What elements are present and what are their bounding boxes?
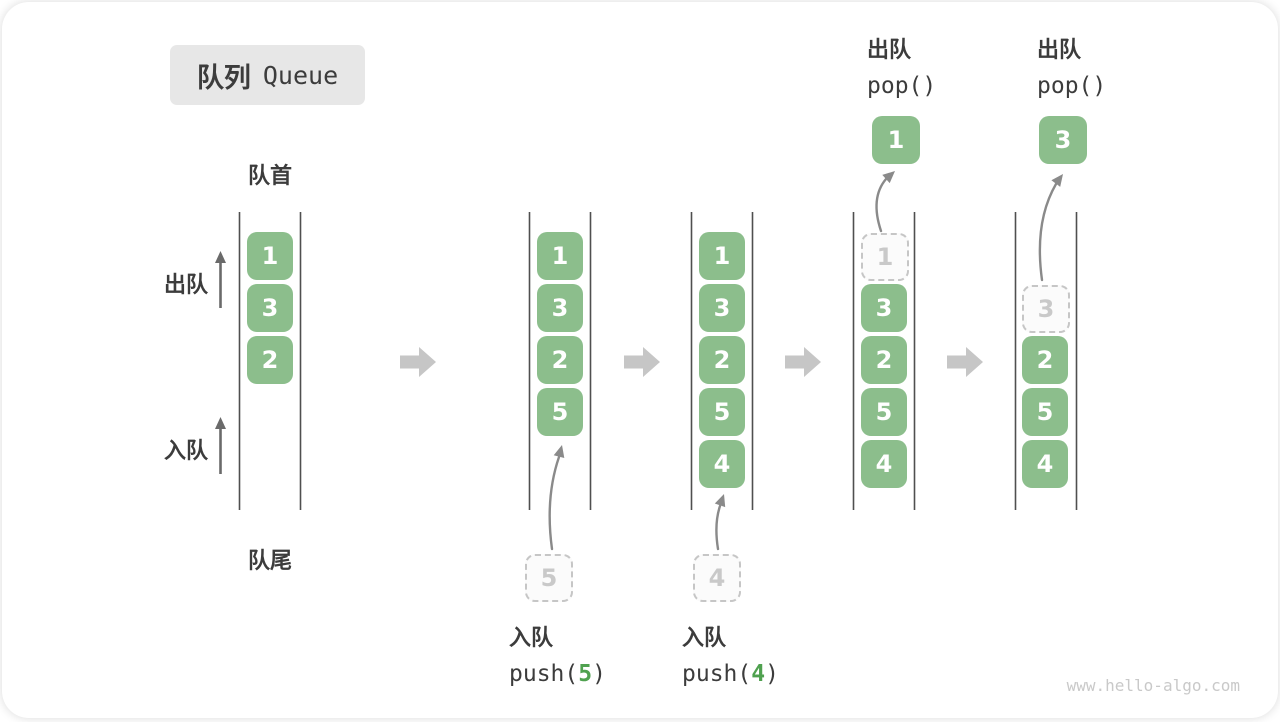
code-arg: 4 <box>751 661 766 687</box>
queue-box: 3 <box>699 284 745 332</box>
queue-box: 4 <box>699 440 745 488</box>
popped-box: 1 <box>872 116 920 164</box>
queue-front-label: 队首 <box>248 163 293 188</box>
queue-box: 4 <box>861 440 907 488</box>
enqueue-side-label: 入队 <box>164 438 209 463</box>
queue-box: 2 <box>699 336 745 384</box>
dequeue-op-code: pop() <box>867 73 937 99</box>
enqueue-op-code: push(4) <box>682 661 779 687</box>
enqueue-direction-arrow <box>215 417 226 474</box>
watermark: www.hello-algo.com <box>1066 676 1240 695</box>
dequeue-op-label: 出队 pop() <box>1037 32 1106 99</box>
enqueue-op-code: push(5) <box>509 661 606 687</box>
queue-box: 1 <box>537 232 583 280</box>
dequeue-curve-arrow <box>875 171 895 233</box>
enqueue-op-label: 入队 push(5) <box>509 620 606 687</box>
enqueue-op-label: 入队 push(4) <box>682 620 779 687</box>
queue-box: 1 <box>699 232 745 280</box>
code-suffix: ) <box>592 661 606 687</box>
dequeue-op-label: 出队 pop() <box>867 32 936 99</box>
dequeue-op-zh: 出队 <box>867 37 912 62</box>
state-transition-arrow <box>400 347 436 377</box>
queue-box: 5 <box>861 388 907 436</box>
dequeue-op-code: pop() <box>1037 73 1107 99</box>
incoming-ghost-box: 4 <box>693 554 741 602</box>
queue-box: 2 <box>1022 336 1068 384</box>
title-box: 队列 Queue <box>170 45 365 105</box>
queue-box: 3 <box>247 284 293 332</box>
queue-box: 2 <box>537 336 583 384</box>
enqueue-curve-arrow <box>714 494 726 551</box>
state-transition-arrow <box>785 347 821 377</box>
queue-box: 3 <box>537 284 583 332</box>
queue-box: 3 <box>861 284 907 332</box>
code-prefix: push( <box>509 661 579 687</box>
queue-box: 2 <box>247 336 293 384</box>
enqueue-curve-arrow <box>548 445 565 551</box>
removed-ghost-box: 1 <box>861 233 909 281</box>
queue-box: 2 <box>861 336 907 384</box>
dequeue-op-zh: 出队 <box>1037 37 1082 62</box>
title-en: Queue <box>262 60 339 90</box>
removed-ghost-box: 3 <box>1022 285 1070 333</box>
dequeue-direction-arrow <box>215 251 226 308</box>
dequeue-side-label: 出队 <box>164 272 209 297</box>
queue-box: 1 <box>247 232 293 280</box>
title-zh: 队列 <box>196 62 251 93</box>
queue-box: 5 <box>699 388 745 436</box>
dequeue-curve-arrow <box>1038 174 1063 282</box>
popped-box: 3 <box>1039 116 1087 164</box>
incoming-ghost-box: 5 <box>525 554 573 602</box>
state-transition-arrow <box>624 347 660 377</box>
enqueue-op-zh: 入队 <box>682 625 727 650</box>
code-prefix: push( <box>682 661 752 687</box>
state-transition-arrow <box>947 347 983 377</box>
queue-box: 5 <box>1022 388 1068 436</box>
queue-rear-label: 队尾 <box>248 548 293 573</box>
enqueue-op-zh: 入队 <box>509 625 554 650</box>
code-suffix: ) <box>765 661 779 687</box>
queue-box: 5 <box>537 388 583 436</box>
queue-box: 4 <box>1022 440 1068 488</box>
code-arg: 5 <box>578 661 593 687</box>
